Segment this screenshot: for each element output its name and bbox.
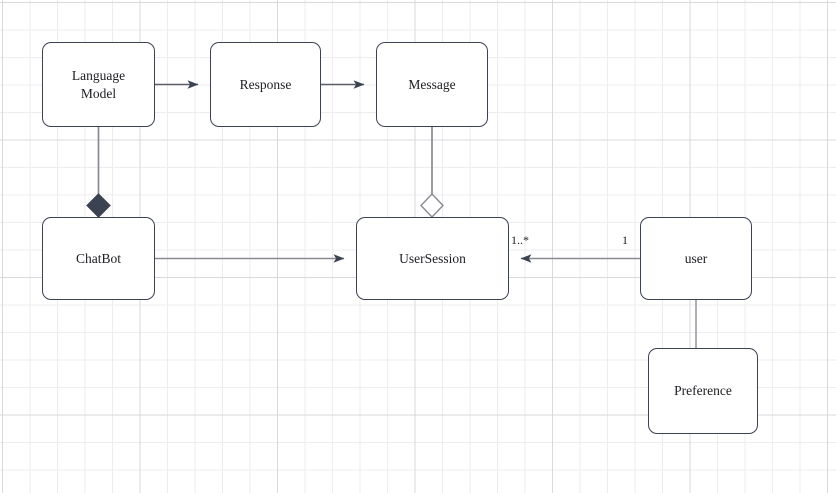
node-chatbot[interactable]: ChatBot bbox=[42, 217, 155, 300]
aggregation-diamond-icon bbox=[420, 192, 444, 219]
node-label: Language Model bbox=[71, 67, 126, 101]
node-label: user bbox=[684, 250, 708, 266]
node-preference[interactable]: Preference bbox=[648, 348, 758, 434]
node-language-model[interactable]: Language Model bbox=[42, 42, 155, 127]
node-label: Preference bbox=[674, 383, 732, 399]
node-label: UserSession bbox=[399, 250, 466, 266]
multiplicity-label-usersession: 1..* bbox=[511, 233, 529, 247]
node-label: ChatBot bbox=[75, 250, 121, 266]
composition-diamond-icon bbox=[86, 193, 111, 218]
multiplicity-label-user: 1 bbox=[622, 233, 628, 247]
node-response[interactable]: Response bbox=[210, 42, 321, 127]
node-usersession[interactable]: UserSession bbox=[356, 217, 509, 300]
node-label: Message bbox=[408, 76, 456, 92]
node-message[interactable]: Message bbox=[376, 42, 488, 127]
node-user[interactable]: user bbox=[640, 217, 752, 300]
node-label: Response bbox=[239, 76, 292, 92]
edge-language-model-to-chatbot bbox=[86, 127, 111, 218]
edge-message-to-usersession bbox=[420, 127, 444, 219]
